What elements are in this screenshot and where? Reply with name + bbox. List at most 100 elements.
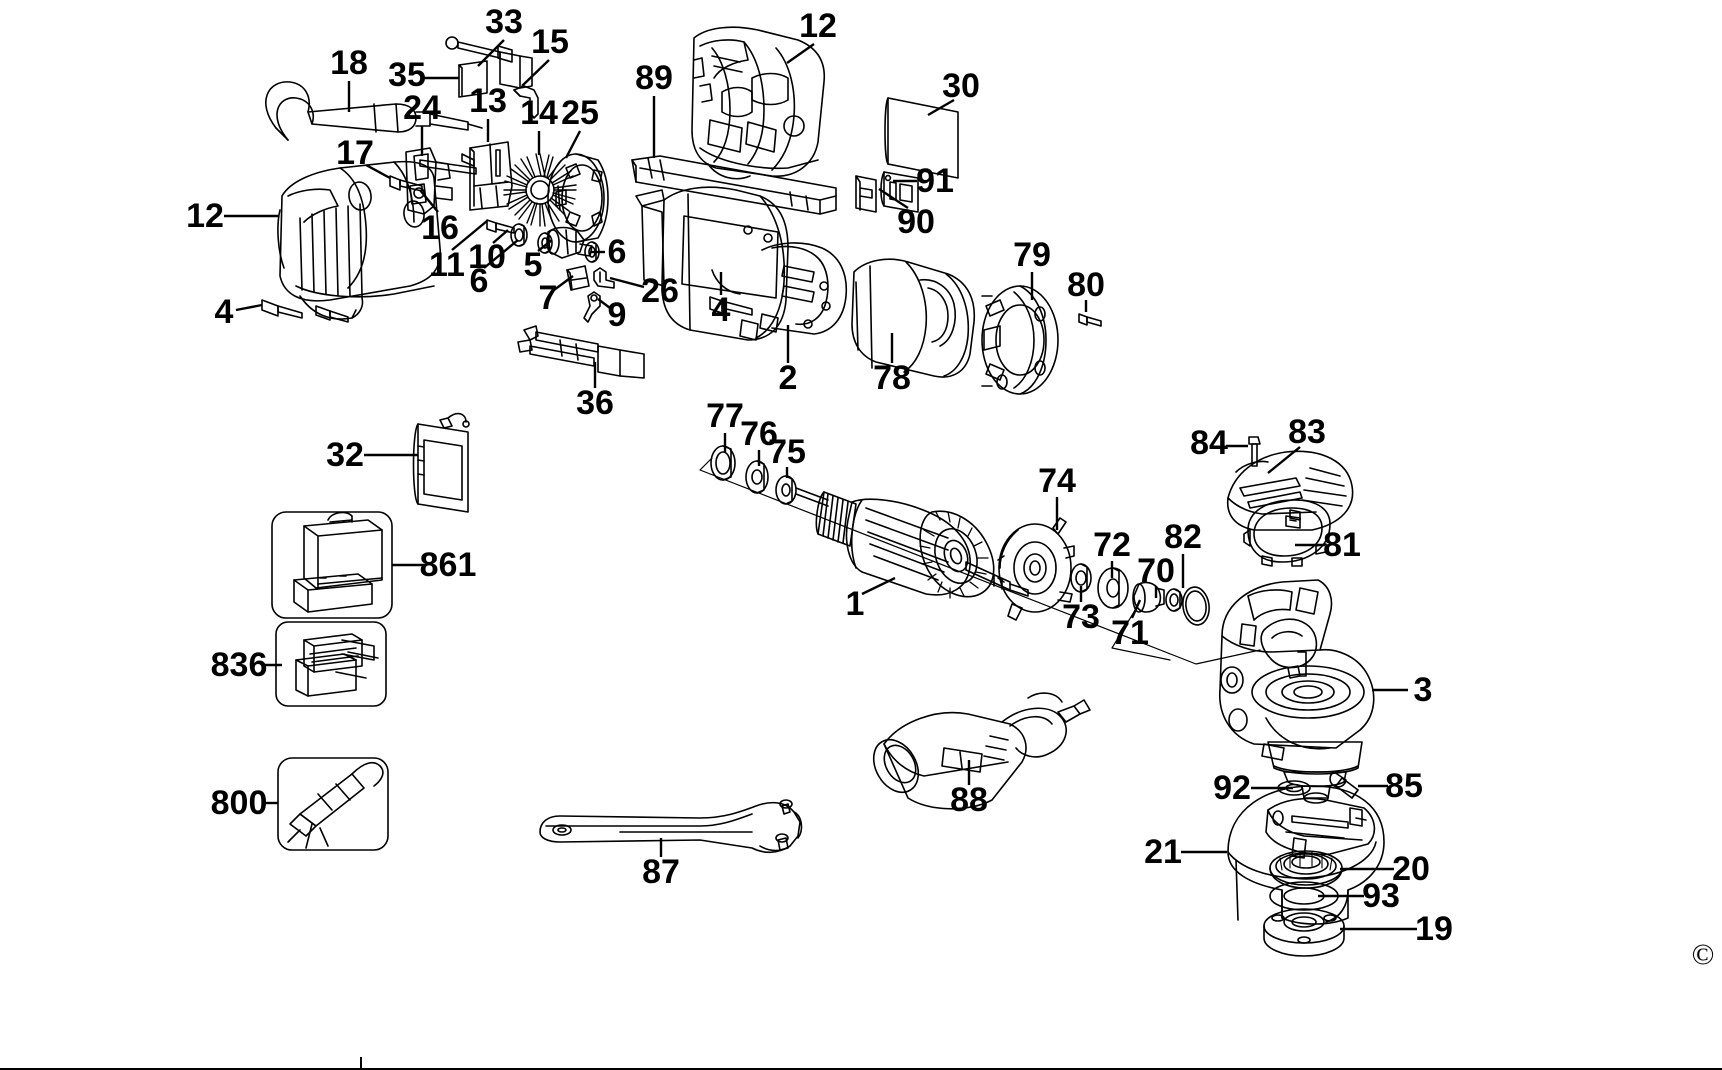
callout-number-76[interactable]: 76 bbox=[740, 415, 778, 453]
callout-number-2[interactable]: 2 bbox=[778, 359, 798, 397]
callout-number-25[interactable]: 25 bbox=[561, 94, 599, 132]
part-73-bearing bbox=[1070, 563, 1092, 593]
part-3-gear-case bbox=[1219, 579, 1375, 804]
part-19-inner-flange bbox=[1263, 908, 1345, 957]
callout-number-85[interactable]: 85 bbox=[1385, 767, 1423, 805]
callout-number-17[interactable]: 17 bbox=[336, 134, 374, 172]
callout-number-33[interactable]: 33 bbox=[485, 3, 523, 41]
part-800-grease-kit bbox=[277, 757, 389, 851]
part-11-screw bbox=[486, 219, 515, 234]
part-90-spacer-block bbox=[855, 175, 877, 213]
callout-number-35[interactable]: 35 bbox=[388, 56, 426, 94]
part-18-cord-set bbox=[265, 81, 483, 141]
part-1-armature bbox=[795, 487, 1029, 599]
part-76-washer bbox=[745, 460, 769, 494]
part-88-side-handle bbox=[872, 692, 1091, 810]
part-87-spanner-wrench bbox=[539, 799, 803, 854]
callout-number-79[interactable]: 79 bbox=[1013, 236, 1051, 274]
callout-number-82[interactable]: 82 bbox=[1164, 518, 1202, 556]
callout-number-1[interactable]: 1 bbox=[845, 585, 865, 623]
part-2-motor-housing bbox=[635, 186, 848, 341]
part-26-terminal bbox=[593, 267, 615, 289]
callout-number-20[interactable]: 20 bbox=[1392, 850, 1430, 888]
part-77-bearing bbox=[710, 445, 736, 481]
callout-number-83[interactable]: 83 bbox=[1288, 413, 1326, 451]
callout-number-4[interactable]: 4 bbox=[214, 293, 234, 331]
callout-number-73[interactable]: 73 bbox=[1062, 598, 1100, 636]
callout-number-12[interactable]: 12 bbox=[186, 197, 224, 235]
callout-number-836[interactable]: 836 bbox=[210, 646, 268, 684]
part-4-screw-center bbox=[709, 296, 753, 316]
callout-number-9[interactable]: 9 bbox=[607, 296, 627, 334]
callout-number-861[interactable]: 861 bbox=[419, 546, 477, 584]
callout-number-4[interactable]: 4 bbox=[711, 291, 731, 329]
callout-number-75[interactable]: 75 bbox=[768, 433, 806, 471]
callout-number-7[interactable]: 7 bbox=[538, 279, 558, 317]
callout-number-70[interactable]: 70 bbox=[1137, 552, 1175, 590]
copyright-icon: © bbox=[1691, 938, 1715, 971]
callout-number-87[interactable]: 87 bbox=[642, 853, 680, 891]
part-861-carry-case bbox=[271, 511, 393, 619]
callout-number-13[interactable]: 13 bbox=[469, 82, 507, 120]
part-836-kit-insert bbox=[275, 621, 387, 707]
part-9-clip bbox=[583, 291, 601, 323]
callout-number-6[interactable]: 6 bbox=[469, 262, 489, 300]
callout-number-16[interactable]: 16 bbox=[421, 209, 459, 247]
callout-number-78[interactable]: 78 bbox=[873, 359, 911, 397]
callout-number-26[interactable]: 26 bbox=[641, 272, 679, 310]
part-81-bracket bbox=[1243, 499, 1331, 567]
part-82-o-ring bbox=[1182, 586, 1210, 626]
part-16-cord-clamp bbox=[405, 147, 453, 215]
part-84-screw bbox=[1248, 436, 1261, 467]
callout-number-32[interactable]: 32 bbox=[326, 436, 364, 474]
part-80-screw bbox=[1078, 313, 1102, 327]
baseline-tick bbox=[360, 1057, 362, 1070]
part-78-field bbox=[851, 258, 976, 378]
callout-number-91[interactable]: 91 bbox=[916, 162, 954, 200]
callout-number-93[interactable]: 93 bbox=[1362, 877, 1400, 915]
callout-number-90[interactable]: 90 bbox=[897, 203, 935, 241]
callout-number-80[interactable]: 80 bbox=[1067, 266, 1105, 304]
callout-number-800[interactable]: 800 bbox=[210, 784, 268, 822]
callout-number-71[interactable]: 71 bbox=[1111, 614, 1149, 652]
callout-number-89[interactable]: 89 bbox=[635, 59, 673, 97]
callout-number-15[interactable]: 15 bbox=[531, 23, 569, 61]
page-baseline bbox=[0, 1068, 1722, 1070]
callout-number-77[interactable]: 77 bbox=[706, 397, 744, 435]
part-72-washer bbox=[1097, 567, 1129, 609]
part-92-washer bbox=[1277, 780, 1311, 796]
callout-number-5[interactable]: 5 bbox=[523, 246, 543, 284]
callout-number-81[interactable]: 81 bbox=[1323, 526, 1361, 564]
callout-number-12[interactable]: 12 bbox=[799, 7, 837, 45]
callout-number-3[interactable]: 3 bbox=[1413, 671, 1433, 709]
part-6-washer-b bbox=[584, 241, 600, 263]
part-15-spring-clip bbox=[513, 85, 539, 119]
part-10-washer bbox=[510, 223, 528, 247]
callout-number-72[interactable]: 72 bbox=[1093, 526, 1131, 564]
callout-number-30[interactable]: 30 bbox=[942, 67, 980, 105]
callout-number-84[interactable]: 84 bbox=[1190, 424, 1228, 462]
part-89-switch-rail bbox=[631, 155, 837, 215]
part-32-module bbox=[412, 412, 470, 513]
part-75-washer bbox=[775, 475, 797, 505]
part-14-fan bbox=[503, 153, 577, 227]
callout-number-36[interactable]: 36 bbox=[576, 384, 614, 422]
callout-number-14[interactable]: 14 bbox=[520, 94, 558, 132]
callout-number-92[interactable]: 92 bbox=[1213, 769, 1251, 807]
part-93-backing-flange bbox=[1269, 881, 1339, 911]
callout-number-10[interactable]: 10 bbox=[468, 238, 506, 276]
callout-number-24[interactable]: 24 bbox=[403, 89, 441, 127]
callout-number-19[interactable]: 19 bbox=[1415, 910, 1453, 948]
part-12-top-housing bbox=[691, 26, 826, 180]
part-7-brush-block bbox=[566, 265, 590, 291]
callout-number-11[interactable]: 11 bbox=[429, 246, 465, 284]
callout-number-18[interactable]: 18 bbox=[330, 44, 368, 82]
callout-number-88[interactable]: 88 bbox=[950, 781, 988, 819]
part-70-bearing-retainer bbox=[1165, 588, 1183, 612]
callout-number-6[interactable]: 6 bbox=[607, 233, 627, 271]
part-74-baffle bbox=[997, 517, 1075, 621]
callout-number-21[interactable]: 21 bbox=[1144, 833, 1182, 871]
callout-number-74[interactable]: 74 bbox=[1038, 462, 1076, 500]
